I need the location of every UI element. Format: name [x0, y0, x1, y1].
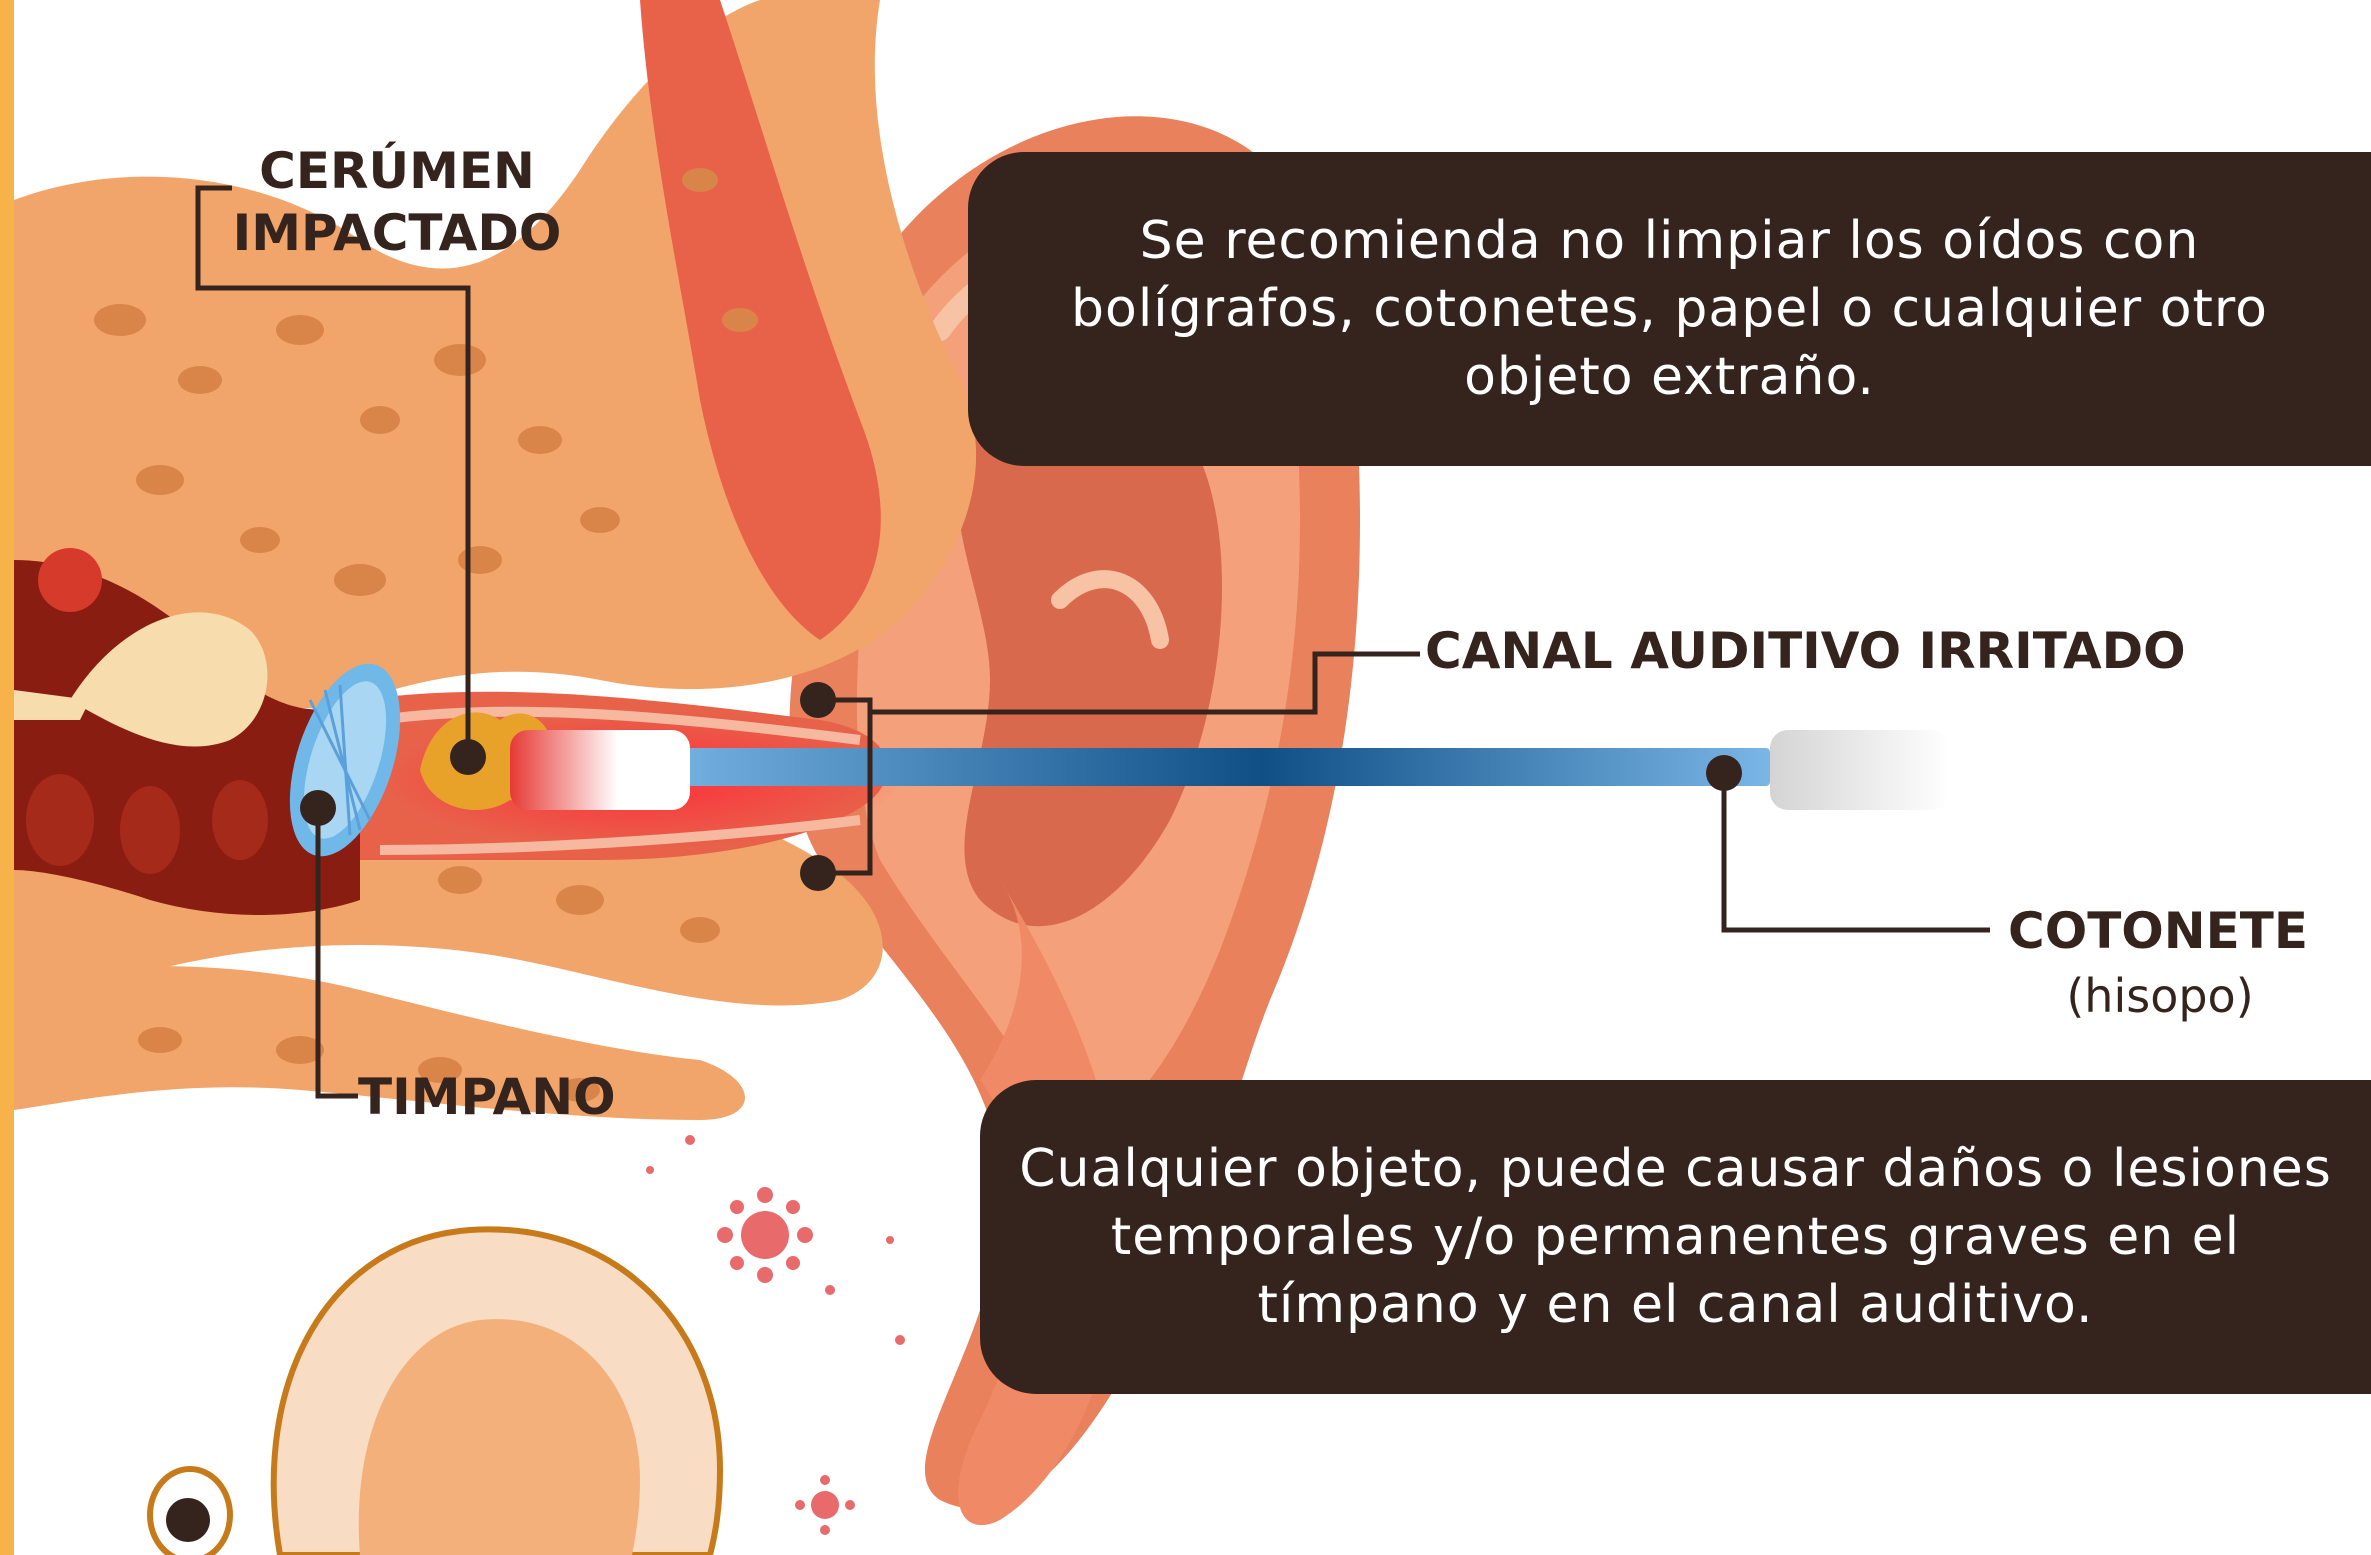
middle-ear	[14, 548, 360, 915]
leader-timpano	[315, 808, 358, 1099]
leader-cotonete	[1721, 773, 1990, 933]
callout-warning-text: Cualquier objeto, puede causar daños o l…	[1019, 1139, 2332, 1335]
label-impacted-wax-line1: CERÚMEN	[259, 142, 535, 200]
label-impacted-wax: CERÚMEN IMPACTADO	[232, 140, 562, 264]
leader-canal	[818, 697, 873, 876]
label-eardrum: TIMPANO	[358, 1068, 616, 1126]
accent-stripe	[0, 0, 14, 1555]
callout-recommendation: Se recomienda no limpiar los oídos con b…	[968, 152, 2371, 466]
germ-icon	[646, 1135, 905, 1535]
leader-lines	[195, 185, 1990, 1099]
callout-warning: Cualquier objeto, puede causar daños o l…	[980, 1080, 2371, 1394]
leader-dots	[300, 682, 1742, 891]
label-irritated-canal: CANAL AUDITIVO IRRITADO	[1425, 622, 2186, 680]
label-cotton-swab: COTONETE	[2008, 902, 2309, 960]
cotton-swab	[510, 730, 1950, 810]
small-ear-decoration	[147, 1226, 724, 1555]
leader-canal-main	[870, 651, 1420, 715]
label-impacted-wax-line2: IMPACTADO	[232, 204, 562, 262]
label-cotton-swab-sub: (hisopo)	[2066, 969, 2254, 1023]
callout-recommendation-text: Se recomienda no limpiar los oídos con b…	[1071, 211, 2268, 407]
leader-cerumen	[195, 185, 471, 755]
